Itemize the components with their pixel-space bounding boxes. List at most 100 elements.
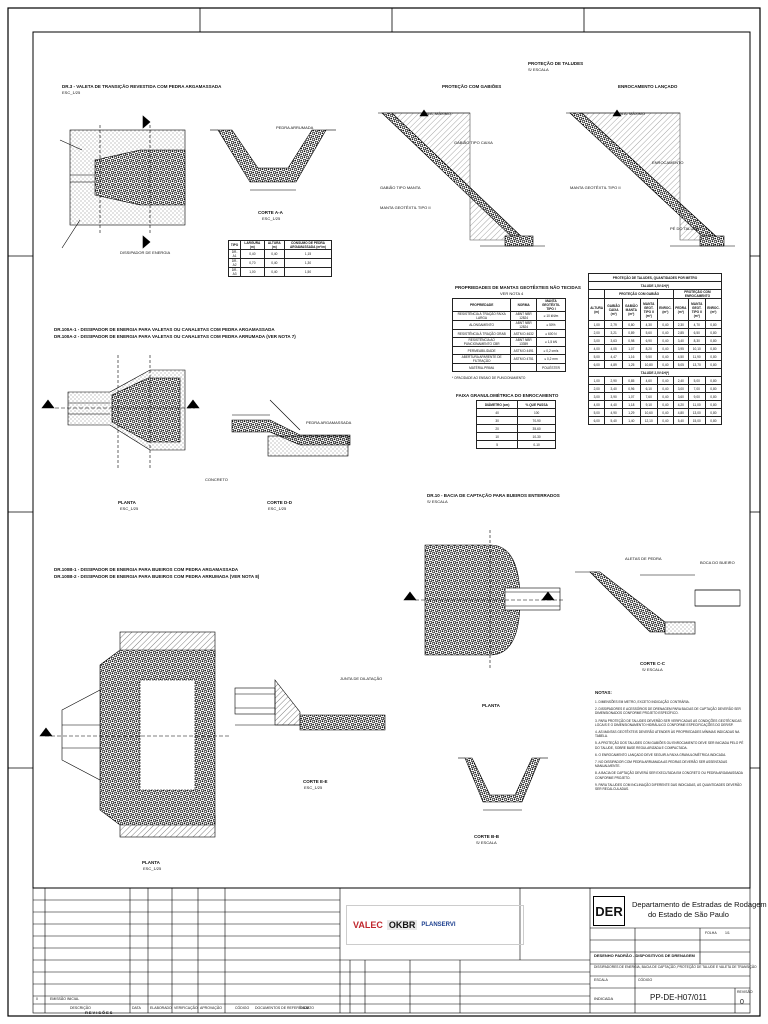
objeto-header: OBJETO [300,1006,314,1010]
na-label-1: N.A. MÁXIMO [426,111,452,116]
rev-description: EMISSÃO INICIAL [50,997,80,1001]
granulometria-title: FAIXA GRANULOMÉTRICA DO ENROCAMENTO [456,393,559,398]
manta-label-2: MANTA GEOTÊXTIL TIPO II [570,185,621,190]
org-name-line1: Departamento de Estradas de Rodagem [632,900,767,909]
planta2-title: PLANTA [142,860,160,865]
note-item: 9. PARA TALUDES COM INCLINAÇÃO DIFERENTE… [595,782,742,792]
dissipador-label: DISSIPADOR DE ENERGIA [120,250,171,255]
note-item: 4. AS MANTAS GEOTÊXTEIS DEVERÃO ATENDER … [595,730,740,739]
table-header: MANTA GEOT. TIPO II (m²) [687,298,706,321]
table-header: PEDRA (m³) [672,298,689,321]
enrocamento-label: ENROCAMENTO [652,160,684,165]
corte-dd-title: CORTE D-D [267,500,292,505]
company-logos: VALEC OKBR PLANSERVI [346,905,524,945]
drawing-subtitle: DISSIPADORES DE ENERGIA, BACIA DE CAPTAÇ… [594,965,757,969]
table-header: MANTA GEOTÊXTIL TIPO I [536,298,566,312]
boca-bueiro-label: BOCA DO BUEIRO [700,560,735,565]
table-header: DIÂMETRO (cm) [475,400,519,409]
corte-aa [210,129,336,191]
table-subtitle: TALUDE 2,0V:1H(*) [588,368,722,377]
corte-aa-title: CORTE A-A [258,210,283,215]
table-header: TIPO [227,240,242,250]
note-item: 3. PARA PROTEÇÃO DE TALUDES DEVERÃO SER … [595,718,742,727]
note-item: 7. NO DISSIPADOR COM PEDRA ARRUMADA AS P… [595,760,728,769]
manta-table-title: PROPRIEDADES DE MANTAS GEOTÊXTEIS NÃO TE… [455,285,581,290]
escala-label: ESCALA [594,978,608,982]
na-label-2: N.A. MÁXIMO [620,111,646,116]
table-quantidades: PROTEÇÃO DE TALUDES, QUANTIDADES POR MET… [587,273,723,425]
corte-dd [231,399,351,457]
der-logo: DER [593,896,625,926]
company-logo-1: VALEC [353,920,383,930]
valeta-transicao-plan [59,115,186,249]
pe-talude-label: PÉ DO TALUDE [670,226,699,231]
note-item: 6. O ENROCAMENTO LANÇADO DEVE SEGUIR A F… [595,752,727,757]
data-header: DATA [132,1006,141,1010]
section-title-dr100a2: DR.100A-2 - DISSIPADOR DE ENERGIA PARA V… [54,334,296,339]
pedra-argamassada-label: PEDRA ARGAMASSADA [306,420,352,425]
protecao-taludes-title: PROTEÇÃO DE TALUDES [528,61,584,66]
rev-number: 0 [36,997,38,1001]
corte-cc-title: CORTE C-C [640,661,665,666]
dissipador-valeta-planta [41,355,200,470]
drawing-title: DESENHO PADRÃO - DISPOSITIVOS DE DRENAGE… [594,953,695,958]
codigo-header: CÓDIGO [235,1006,250,1010]
table-header: GABIÃO CAIXA (m³) [604,298,623,321]
table-title: PROTEÇÃO DE TALUDES, QUANTIDADES POR MET… [588,273,722,282]
folha-value: 1/1 [725,931,730,935]
note-item: 8. A BACIA DE CAPTAÇÃO DEVERÁ SER EXECUT… [595,771,743,780]
pedra-arrumada-label: PEDRA ARRUMADA [276,125,314,130]
table-subtitle: TALUDE 1,5V:1H(*) [588,281,722,290]
notas-title: NOTAS: [595,690,612,695]
table-group: PROTEÇÃO COM GABIÃO [604,289,674,299]
protecao-gabioes [378,109,545,247]
corte-ee-title: CORTE E-E [303,779,328,784]
section-title-dr100a1: DR.100A-1 - DISSIPADOR DE ENERGIA PARA V… [54,327,275,332]
manta-footnote: * OPACIDADE AO ENSAIO DE PUNCIONAMENTO [452,376,526,380]
section-title-dr100b1: DR.100B-1 - DISSIPADOR DE ENERGIA PARA B… [54,567,239,572]
section-title-dr10: DR.10 - BACIA DE CAPTAÇÃO PARA BUEIROS E… [427,493,560,498]
corte-aa-scale: ESC_1/25 [262,216,281,221]
concreto-label: CONCRETO [205,477,228,482]
table-header: ENROC. (m³) [656,298,674,321]
table-group: PROTEÇÃO COM ENROCAMENTO [672,289,723,299]
corte-bb [458,757,548,811]
corte-dd-scale: ESC_1/25 [268,506,287,511]
corte-ee [234,679,386,731]
enrocamento-title: ENROCAMENTO LANÇADO [618,84,678,89]
table-header: ALTURA (m) [587,298,606,321]
revisao-label: REVISÃO [737,990,753,994]
note-item: 5. A PROTEÇÃO DOS TALUDES COM GABIÕES OU… [595,741,744,750]
company-logo-2: OKBR [386,920,418,930]
section-title-dr3: DR.3 - VALETA DE TRANSIÇÃO REVESTIDA COM… [62,84,222,89]
gabiao-caixa-label: GABIÃO TIPO CAIXA [454,140,493,145]
planta2-scale: ESC_1/25 [143,866,162,871]
dissipador-bueiro-planta [39,631,230,838]
table-header: % QUE PASSA [517,400,556,409]
note-item: 1. DIMENSÕES EM METRO, EXCETO INDICAÇÃO … [595,700,690,704]
